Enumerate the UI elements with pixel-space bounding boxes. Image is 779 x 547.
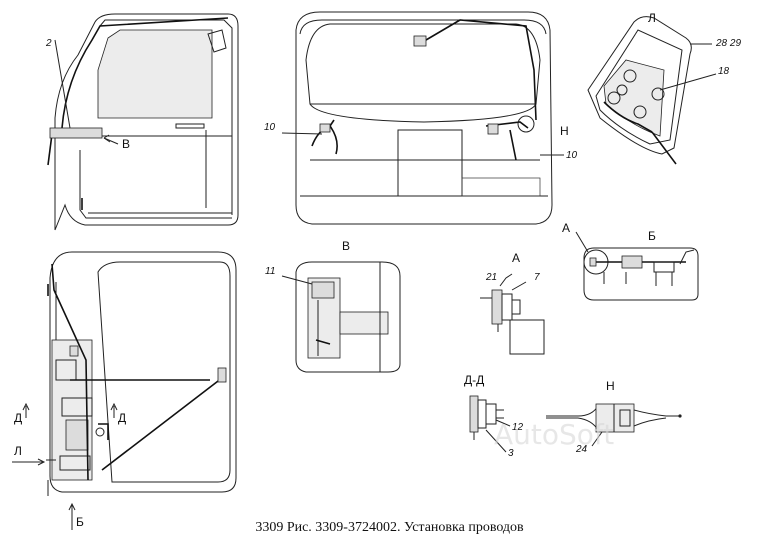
callout-18: 18 xyxy=(718,66,730,77)
section-d-d-detail xyxy=(469,395,511,453)
view-a-detail xyxy=(480,273,545,355)
section-label-b: Б xyxy=(648,229,656,243)
arrow-label-b-bottom: Б xyxy=(76,515,84,529)
callout-3: 3 xyxy=(508,448,514,459)
view-label-l: Л xyxy=(648,11,656,25)
callout-12: 12 xyxy=(512,422,524,433)
arrow-label-d-right: Д xyxy=(118,411,126,425)
callout-28-29: 28 29 xyxy=(715,38,741,49)
callout-11: 11 xyxy=(265,266,275,277)
callout-7: 7 xyxy=(534,272,540,283)
arrow-d-left xyxy=(22,402,30,418)
section-a-b-detail xyxy=(575,231,699,301)
arrow-label-a: А xyxy=(562,221,570,235)
view-label-b: В xyxy=(342,239,350,253)
figure-caption: 3309 Рис. 3309-3724002. Установка провод… xyxy=(255,520,524,535)
arrow-label-d-left: Д xyxy=(14,411,22,425)
arrow-label-b: В xyxy=(122,137,130,151)
arrow-d-right xyxy=(110,402,118,418)
cab-side-view xyxy=(47,13,239,231)
callout-24: 24 xyxy=(575,444,588,455)
cab-front-view xyxy=(46,251,237,496)
view-b-detail xyxy=(281,261,401,373)
view-label-a: А xyxy=(512,251,520,265)
section-label-d-d: Д-Д xyxy=(464,373,484,387)
view-label-n: Н xyxy=(606,379,615,393)
callout-10-left: 10 xyxy=(264,122,276,133)
arrow-label-n: Н xyxy=(560,124,569,138)
arrow-b-bottom xyxy=(68,502,76,530)
view-l-detail xyxy=(587,16,717,165)
callout-10-right: 10 xyxy=(566,150,578,161)
view-n-detail xyxy=(546,403,682,447)
watermark: AutoSoft xyxy=(494,418,614,451)
callout-2: 2 xyxy=(45,38,52,49)
cab-rear-view xyxy=(281,11,564,225)
callout-21: 21 xyxy=(485,272,497,283)
arrow-label-l: Л xyxy=(14,444,22,458)
arrow-l xyxy=(12,458,46,466)
